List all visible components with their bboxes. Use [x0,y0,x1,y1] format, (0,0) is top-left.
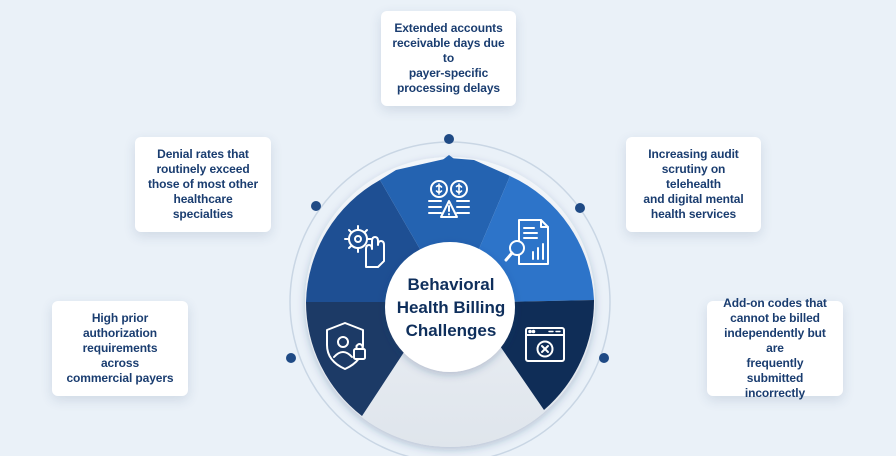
coins-warning-icon [428,180,470,218]
report-magnifier-icon [504,219,549,265]
card-text: Add-on codes that cannot be billed indep… [723,296,827,400]
center-circle [385,242,515,372]
gear-hand-icon [344,225,385,268]
card-prior-authorization: High prior authorization requirements ac… [52,301,188,396]
card-text: Increasing audit scrutiny on telehealth … [643,147,744,221]
connector-dot-add-on-codes [599,353,609,363]
connector-dot-denial-rates [311,201,321,211]
card-add-on-codes: Add-on codes that cannot be billed indep… [707,296,843,400]
segment-pointer [432,155,466,168]
card-text: Denial rates that routinely exceed those… [147,147,259,221]
card-denial-rates: Denial rates that routinely exceed those… [135,137,271,232]
shield-user-lock-icon [326,322,366,370]
card-accounts-receivable: Extended accounts receivable days due to… [381,11,516,106]
segment-add-on-codes [500,300,595,410]
segment-denial-rates [306,180,424,302]
diagram-title: Behavioral Health Billing Challenges [396,274,506,340]
connector-dot-prior-authorization [286,353,296,363]
card-text: High prior authorization requirements ac… [66,311,174,385]
connector-dot-accounts-receivable [444,134,454,144]
card-text: Extended accounts receivable days due to… [392,21,505,95]
browser-error-icon [525,327,565,362]
card-audit-scrutiny: Increasing audit scrutiny on telehealth … [626,137,761,232]
connector-dot-audit-scrutiny [575,203,585,213]
